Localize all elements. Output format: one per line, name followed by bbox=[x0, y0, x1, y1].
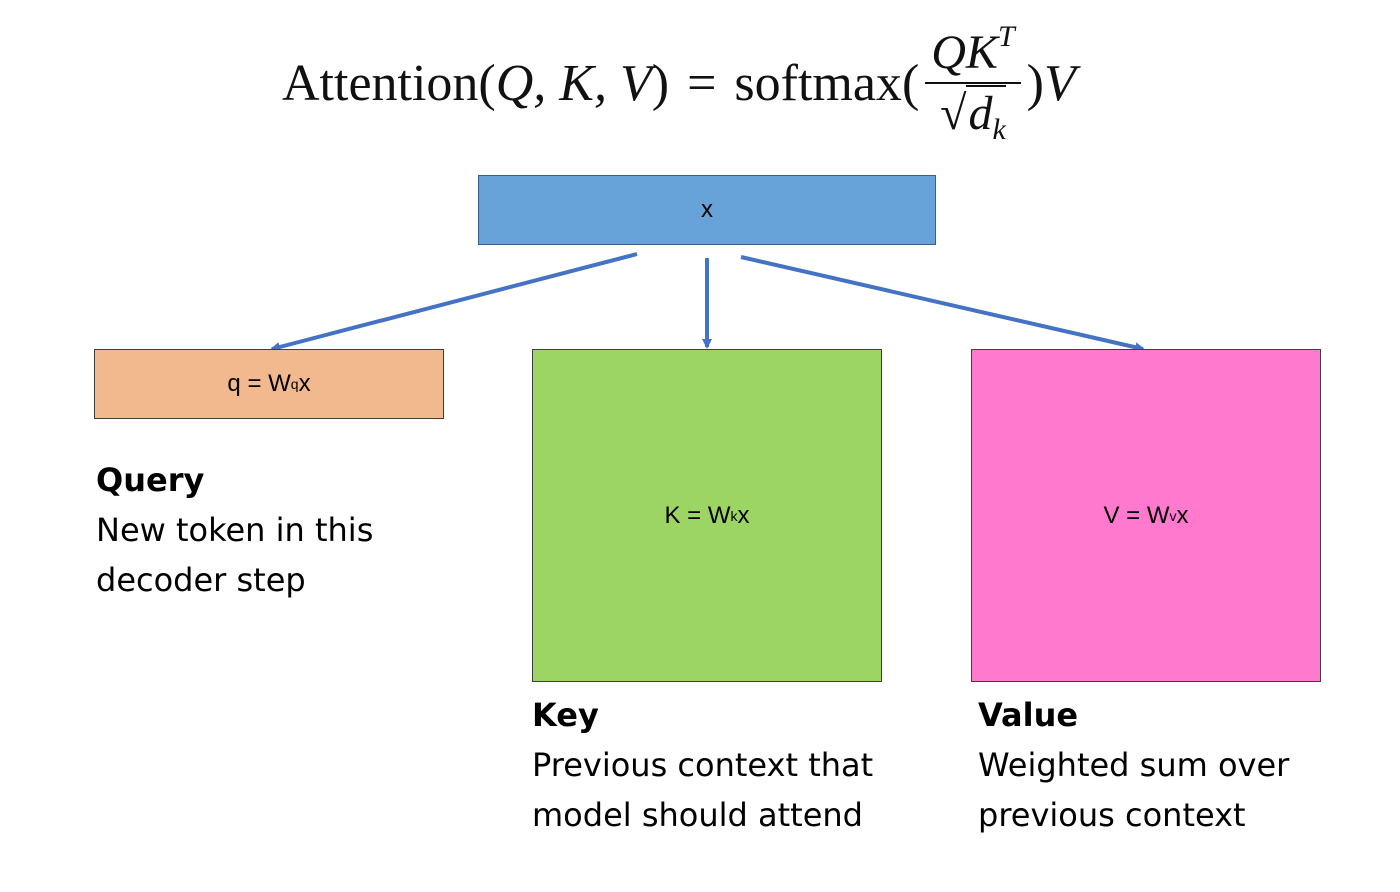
sqrt-radicand: dk bbox=[966, 84, 1006, 146]
value-label: Value Weighted sum over previous context bbox=[978, 690, 1289, 840]
key-desc-line2: model should attend bbox=[532, 796, 863, 834]
value-desc-line2: previous context bbox=[978, 796, 1246, 834]
input-x-box: x bbox=[478, 175, 936, 245]
key-box-rhs: x bbox=[737, 501, 750, 529]
formula-fraction: QKT √dk bbox=[925, 8, 1021, 160]
formula-denominator-base: d bbox=[968, 86, 993, 140]
formula-denominator-sub: k bbox=[992, 112, 1006, 146]
value-desc-line1: Weighted sum over bbox=[978, 746, 1290, 784]
formula-numerator-base: QK bbox=[931, 25, 998, 79]
formula-denominator: √dk bbox=[936, 84, 1010, 160]
arrow-to-query bbox=[270, 252, 638, 352]
key-title: Key bbox=[532, 696, 599, 734]
formula-open-paren: ( bbox=[478, 55, 496, 112]
arrow-to-value bbox=[740, 255, 1145, 353]
attention-formula: Attention ( Q, K, V ) = softmax ( QKT √d… bbox=[282, 16, 1076, 151]
value-box-rhs: x bbox=[1176, 501, 1189, 529]
query-title: Query bbox=[96, 461, 205, 499]
formula-close-paren: ) bbox=[651, 55, 670, 112]
query-box-lhs: q = W bbox=[227, 370, 291, 397]
sqrt-symbol: √ bbox=[940, 86, 967, 140]
formula-lhs-name: Attention bbox=[282, 55, 479, 112]
formula-numerator-sup: T bbox=[997, 19, 1015, 53]
formula-func: softmax bbox=[734, 55, 902, 112]
formula-func-open-paren: ( bbox=[901, 55, 920, 112]
value-box-sub: v bbox=[1169, 507, 1177, 524]
formula-trailing: V bbox=[1043, 55, 1076, 112]
key-label: Key Previous context that model should a… bbox=[532, 690, 873, 840]
key-box-sub: k bbox=[730, 507, 738, 524]
query-desc-line1: New token in this bbox=[96, 511, 374, 549]
key-box-lhs: K = W bbox=[664, 501, 731, 529]
formula-func-close-paren: ) bbox=[1026, 55, 1044, 112]
key-desc-line1: Previous context that bbox=[532, 746, 874, 784]
formula-lhs-args: Q, K, V bbox=[495, 55, 652, 112]
query-box-sub: q bbox=[290, 376, 299, 392]
value-title: Value bbox=[978, 696, 1079, 734]
query-label: Query New token in this decoder step bbox=[96, 455, 373, 605]
input-x-label: x bbox=[701, 196, 713, 223]
formula-equals: = bbox=[687, 55, 717, 112]
query-desc-line2: decoder step bbox=[96, 561, 306, 599]
value-box-lhs: V = W bbox=[1103, 501, 1170, 529]
formula-numerator: QKT bbox=[925, 8, 1021, 84]
query-box-rhs: x bbox=[298, 370, 311, 397]
